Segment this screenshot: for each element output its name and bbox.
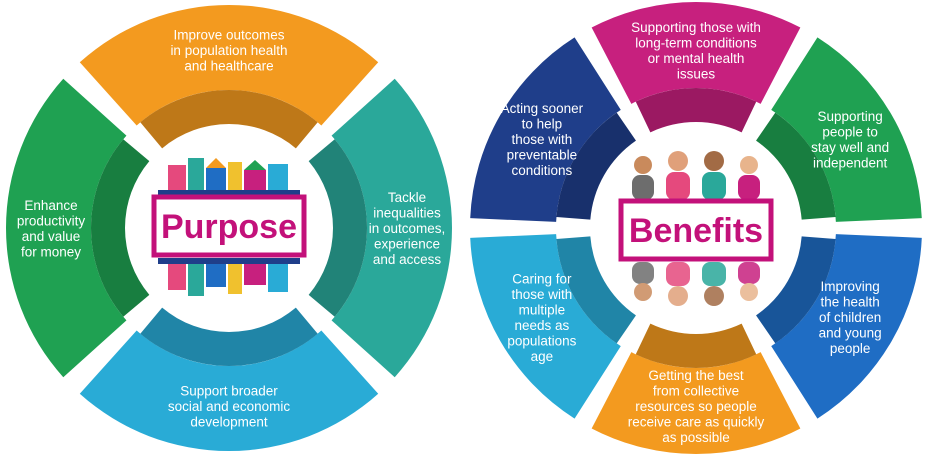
benefits-title: Benefits <box>629 212 763 250</box>
benefits-label-upper-right-line: Supporting <box>817 109 882 124</box>
benefits-label-upper-left-line: preventable <box>507 148 578 163</box>
benefits-label-lower-left-line: age <box>531 349 554 364</box>
benefits-inner-ring-lower-left <box>556 236 636 344</box>
purpose-label-bottom-line: development <box>190 415 268 430</box>
benefits-segment-bottom <box>591 352 801 454</box>
benefits-hub: Benefits <box>612 144 780 312</box>
benefits-label-bottom-line: resources so people <box>635 399 757 414</box>
purpose-label-bottom-line: Support broader <box>180 384 278 399</box>
purpose-skyline-top <box>158 158 300 196</box>
benefits-segment-upper-right <box>771 37 922 222</box>
purpose-label-right-line: experience <box>374 237 440 252</box>
purpose-label-top-line: in population health <box>170 43 287 58</box>
purpose-label-right-line: and access <box>373 252 442 267</box>
purpose-label-left-line: for money <box>21 244 81 259</box>
benefits-label-upper-right-line: independent <box>813 155 888 170</box>
benefits-label-lower-left-line: populations <box>507 333 576 348</box>
benefits-label-lower-right-line: people <box>830 341 871 356</box>
benefits-label-lower-right-line: and young <box>819 326 882 341</box>
benefits-inner-ring-upper-left <box>556 112 636 220</box>
benefits-segment-top <box>591 2 801 104</box>
purpose-title-box <box>151 194 307 258</box>
purpose-inner-ring-bottom <box>140 307 318 367</box>
benefits-label-upper-right-line: people to <box>822 124 878 139</box>
benefits-label-lower-right-line: the health <box>820 295 879 310</box>
benefits-inner-ring-lower-right <box>756 236 836 344</box>
benefits-label-lower-right-line: Improving <box>821 279 880 294</box>
benefits-inner-ring-bottom <box>635 323 757 368</box>
purpose-label-right-line: inequalities <box>373 206 441 221</box>
benefits-inner-ring-upper-right <box>756 112 836 220</box>
benefits-label-upper-right-line: stay well and <box>811 140 889 155</box>
benefits-label-top-line: issues <box>677 66 716 81</box>
benefits-label-top-line: long-term conditions <box>635 35 757 50</box>
benefits-label-bottom-line: from collective <box>653 384 739 399</box>
purpose-label-top-line: and healthcare <box>184 59 273 74</box>
benefits-inner-ring-top <box>635 88 757 133</box>
purpose-inner-ring-right <box>308 139 367 317</box>
benefits-label-lower-left-line: Caring for <box>512 271 572 286</box>
purpose-segment-top <box>79 4 379 126</box>
benefits-label-lower-right-line: of children <box>819 310 881 325</box>
purpose-label-bottom-line: social and economic <box>168 399 291 414</box>
purpose-label-left-line: productivity <box>17 213 86 228</box>
benefits-segment-lower-left <box>470 234 621 419</box>
benefits-label-upper-left-line: those with <box>511 132 572 147</box>
benefits-title-box <box>618 198 774 262</box>
benefits-label-upper-left-line: Acting sooner <box>501 101 584 116</box>
purpose-inner-ring-top <box>140 90 318 149</box>
benefits-label-lower-left-line: multiple <box>519 302 566 317</box>
benefits-label-bottom-line: receive care as quickly <box>628 415 765 430</box>
purpose-inner-ring-left <box>91 139 150 317</box>
benefits-label-bottom-line: as possible <box>662 430 730 445</box>
purpose-skyline-bottom <box>158 258 300 296</box>
purpose-label-left-line: Enhance <box>24 198 77 213</box>
benefits-people-bottom <box>632 262 760 306</box>
purpose-hub: Purpose <box>145 144 313 312</box>
purpose-label-right-line: Tackle <box>388 190 426 205</box>
purpose-segment-right <box>331 78 453 378</box>
purpose-label-top-line: Improve outcomes <box>173 28 284 43</box>
benefits-segment-upper-left <box>470 37 621 222</box>
purpose-title: Purpose <box>161 208 297 246</box>
purpose-label-right-line: in outcomes, <box>369 221 446 236</box>
benefits-label-bottom-line: Getting the best <box>648 368 744 383</box>
benefits-people-top <box>632 151 760 200</box>
benefits-segment-lower-right <box>771 234 922 419</box>
purpose-label-left-line: and value <box>22 229 81 244</box>
benefits-label-upper-left-line: conditions <box>511 163 572 178</box>
purpose-segment-bottom <box>79 330 379 451</box>
benefits-label-top-line: Supporting those with <box>631 20 761 35</box>
benefits-label-lower-left-line: needs as <box>514 318 569 333</box>
benefits-label-top-line: or mental health <box>648 51 745 66</box>
benefits-label-lower-left-line: those with <box>511 287 572 302</box>
purpose-segment-left <box>5 78 127 378</box>
benefits-label-upper-left-line: to help <box>522 117 563 132</box>
